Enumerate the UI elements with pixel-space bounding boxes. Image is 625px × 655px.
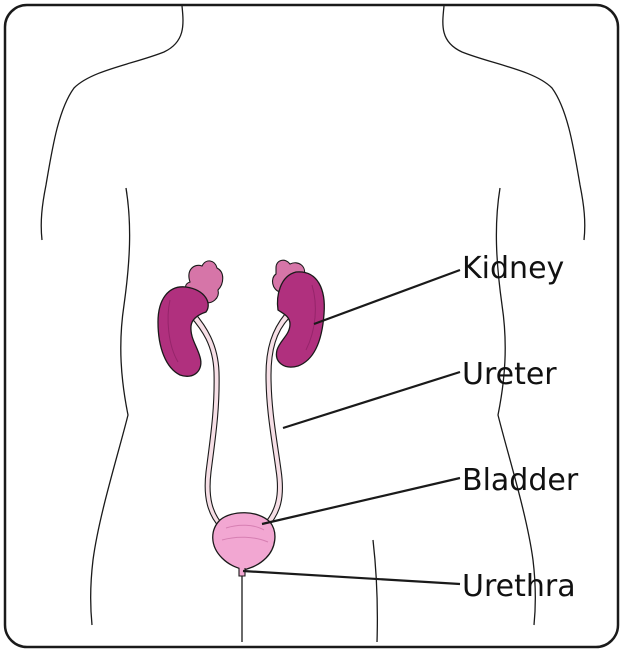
ureter-label: Ureter — [462, 357, 557, 392]
urethra-label: Urethra — [462, 569, 576, 604]
bladder-label: Bladder — [462, 463, 579, 498]
kidney-label: Kidney — [462, 251, 564, 286]
